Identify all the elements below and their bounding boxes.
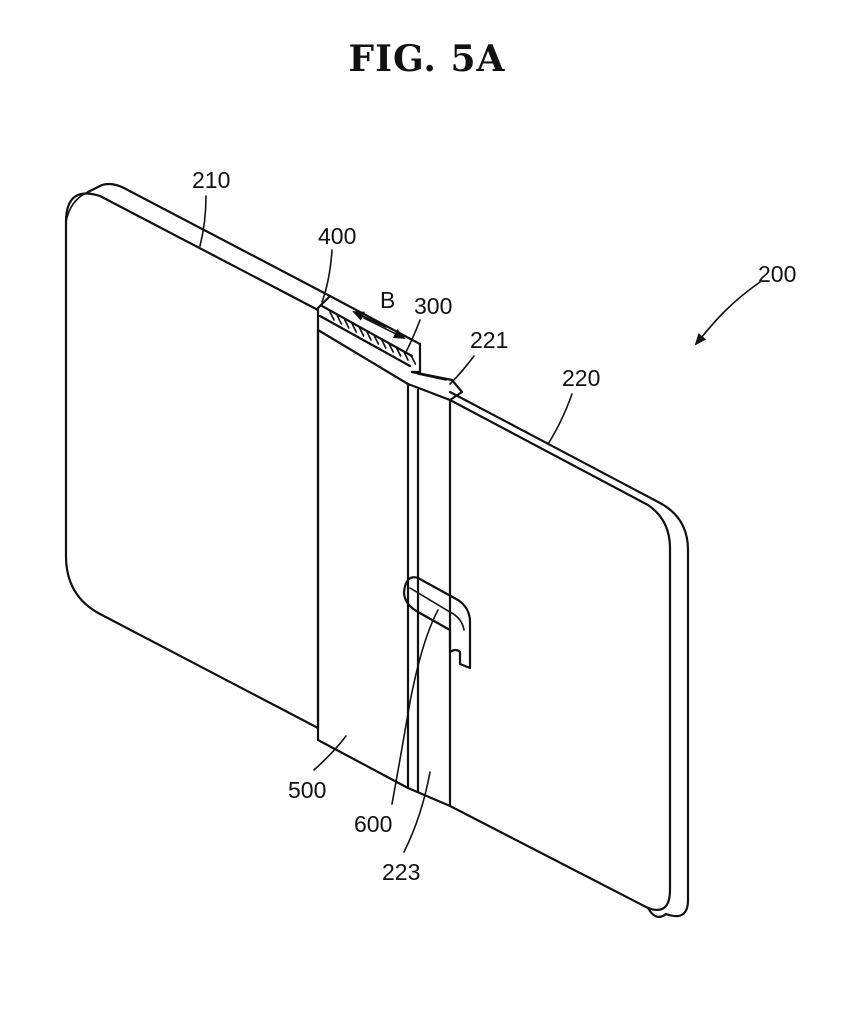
- hinge-tooth: [366, 331, 372, 341]
- left-panel-210: [64, 182, 332, 730]
- hinge-tooth: [380, 339, 387, 349]
- label-200: 200: [758, 261, 796, 287]
- label-221: 221: [470, 327, 508, 353]
- leader-600: [391, 609, 439, 805]
- cover-strip-500: [316, 294, 410, 790]
- leader-221: [449, 355, 475, 385]
- hinge-tooth: [403, 351, 409, 361]
- arrow-b: [363, 317, 406, 339]
- label-223: 223: [382, 859, 420, 885]
- hinge-tooth: [373, 335, 380, 345]
- strip-223: [406, 370, 464, 808]
- hinge-tooth: [410, 355, 417, 365]
- hinge-tooth: [358, 327, 365, 337]
- leader-300: [405, 319, 421, 353]
- hinge-tooth: [343, 319, 350, 329]
- figure-title: FIG. 5A: [348, 38, 506, 80]
- leader-500: [313, 735, 347, 771]
- tab-600: [402, 576, 472, 670]
- label-600: 600: [354, 811, 392, 837]
- leader-400: [321, 249, 333, 303]
- label-220: 220: [562, 365, 600, 391]
- right-panel-220: [448, 390, 690, 918]
- label-400: 400: [318, 223, 356, 249]
- hinge-tooth: [395, 347, 402, 357]
- leader-210: [199, 195, 207, 247]
- hinge-tooth: [329, 311, 335, 321]
- device-arrow-200: [694, 281, 761, 346]
- leader-220: [547, 393, 573, 445]
- hinge-tooth: [336, 315, 343, 325]
- label-300: 300: [414, 293, 452, 319]
- hinge-tooth: [351, 323, 358, 333]
- label-b: B: [380, 287, 395, 313]
- label-210: 210: [192, 167, 230, 193]
- label-500: 500: [288, 777, 326, 803]
- arrow-b-reverse: [352, 311, 387, 328]
- leader-223: [403, 771, 431, 853]
- hinge-tooth: [388, 343, 395, 353]
- hinge-300: [318, 294, 422, 374]
